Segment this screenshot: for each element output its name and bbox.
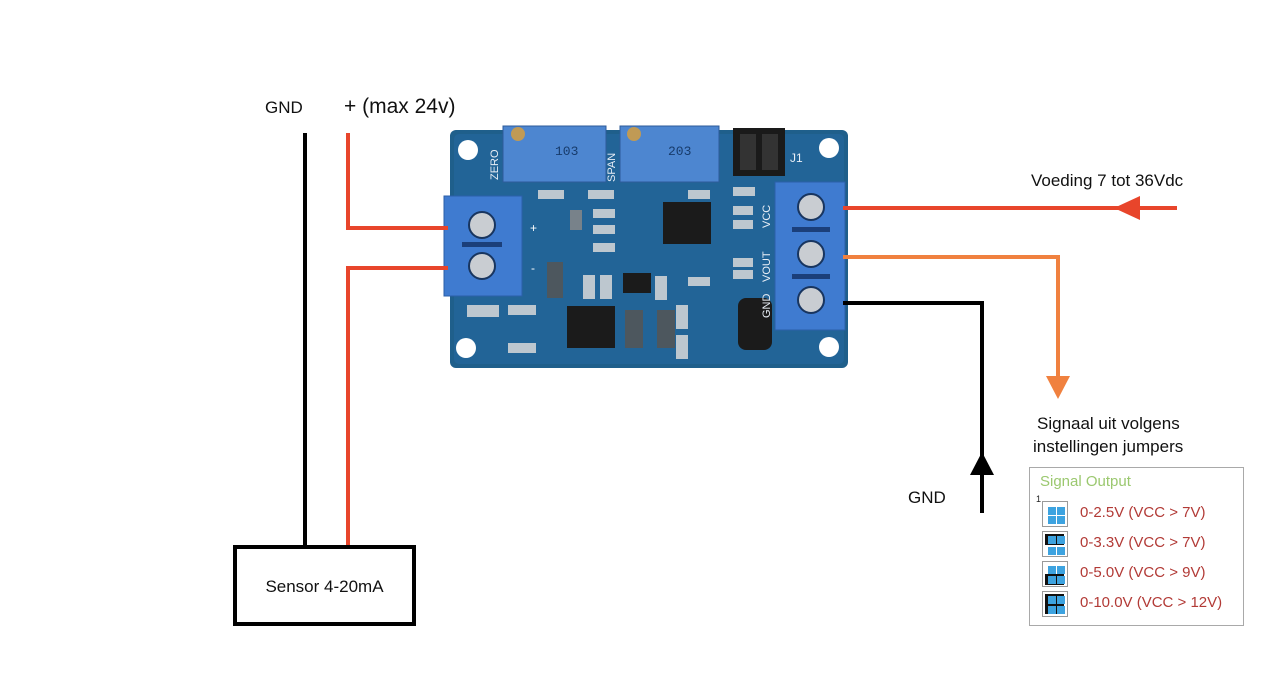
input-terminal-block[interactable] xyxy=(443,195,523,297)
adjust-screw-icon xyxy=(627,127,641,141)
legend-row: 0-3.3V (VCC > 7V) xyxy=(1042,530,1242,558)
ground-arrow-icon xyxy=(970,452,994,475)
sensor-positive-supply-wire xyxy=(346,133,448,230)
chip-u4 xyxy=(663,202,711,244)
jumpers-top-icon xyxy=(1042,531,1068,557)
legend-row: 0-2.5V (VCC > 7V) xyxy=(1042,500,1242,528)
gnd-marking: GND xyxy=(761,294,773,319)
screw-icon xyxy=(797,193,825,221)
jumpers-none-icon xyxy=(1042,501,1068,527)
plus-marking: + xyxy=(530,221,537,235)
jumpers-bottom-icon xyxy=(1042,561,1068,587)
mount-hole xyxy=(456,338,476,358)
chip-u2 xyxy=(738,298,772,350)
screw-icon xyxy=(797,286,825,314)
gnd-top-label: GND xyxy=(265,98,303,117)
signal-output-label-line2: instellingen jumpers xyxy=(1033,437,1184,456)
legend-title: Signal Output xyxy=(1040,473,1131,490)
sensor-label: Sensor 4-20mA xyxy=(265,577,384,596)
zero-label: ZERO xyxy=(489,149,501,180)
legend-range: 0-2.5V (VCC > 7V) xyxy=(1080,504,1206,521)
vcc-marking: VCC xyxy=(761,205,773,228)
jumpers-both-icon xyxy=(1042,591,1068,617)
span-trimpot[interactable]: 203 xyxy=(619,125,720,183)
trimpot-code: 203 xyxy=(668,144,691,159)
supply-voltage-label: Voeding 7 tot 36Vdc xyxy=(1031,171,1184,190)
chip-u1 xyxy=(567,306,615,348)
legend-row: 0-5.0V (VCC > 9V) xyxy=(1042,560,1242,588)
pin-one-marker: 1 xyxy=(1036,494,1042,504)
zero-trimpot[interactable]: 103 xyxy=(502,125,607,183)
signal-output-label-line1: Signaal uit volgens xyxy=(1037,414,1180,433)
mount-hole xyxy=(819,138,839,158)
screw-icon xyxy=(797,240,825,268)
mount-hole xyxy=(458,140,478,160)
minus-marking: - xyxy=(531,261,535,275)
screw-icon xyxy=(468,252,496,280)
output-terminal-block[interactable] xyxy=(774,181,846,331)
screw-icon xyxy=(468,211,496,239)
trimpot-code: 103 xyxy=(555,144,578,159)
signal-output-wire xyxy=(843,255,1060,380)
legend-range: 0-5.0V (VCC > 9V) xyxy=(1080,564,1206,581)
supply-arrow-icon xyxy=(1114,196,1140,220)
signal-output-legend: Signal Output 1 0-2.5V (VCC > 7V) 0-3.3V… xyxy=(1029,467,1244,626)
chip-u3 xyxy=(623,273,651,293)
gnd-bottom-label: GND xyxy=(908,488,946,507)
legend-range: 0-10.0V (VCC > 12V) xyxy=(1080,594,1223,611)
converter-board: 103 ZERO 203 SPAN J1 xyxy=(443,125,848,368)
j1-label: J1 xyxy=(790,151,803,165)
output-ground-wire xyxy=(843,301,984,513)
signal-arrow-icon xyxy=(1046,376,1070,399)
sensor-return-wire xyxy=(346,266,448,547)
span-label: SPAN xyxy=(606,153,618,182)
mount-hole xyxy=(819,337,839,357)
legend-row: 0-10.0V (VCC > 12V) xyxy=(1042,590,1242,618)
adjust-screw-icon xyxy=(511,127,525,141)
legend-range: 0-3.3V (VCC > 7V) xyxy=(1080,534,1206,551)
sensor-box: Sensor 4-20mA xyxy=(233,545,416,626)
supply-limit-label: + (max 24v) xyxy=(344,95,456,118)
vout-marking: VOUT xyxy=(761,251,773,282)
jumper-header-j1[interactable] xyxy=(733,128,785,176)
smd-components xyxy=(467,187,755,359)
